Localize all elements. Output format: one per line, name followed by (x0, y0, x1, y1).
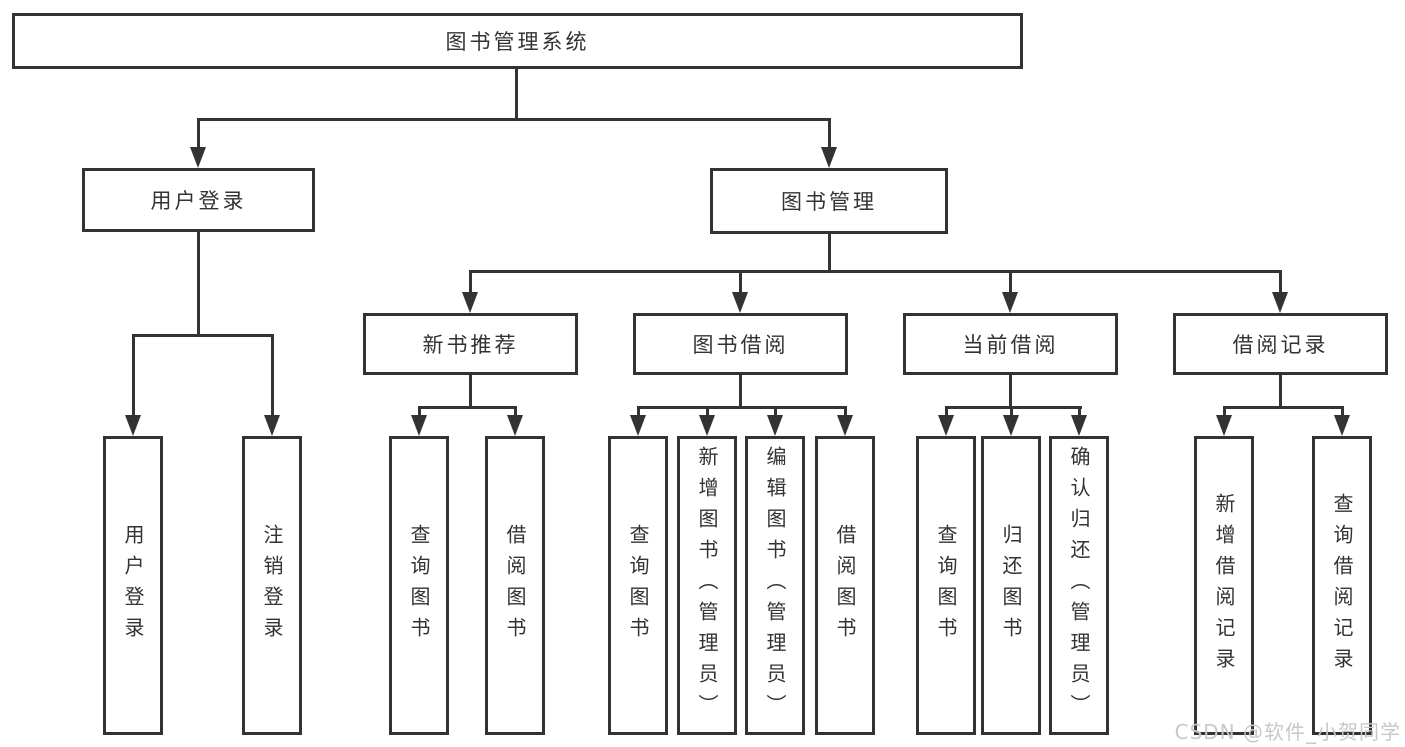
node-add-borrow-record: 新增借阅记录 (1194, 436, 1254, 735)
connector-level3-split (469, 270, 1282, 273)
arrow-to-book-borrow (732, 270, 749, 313)
node-query-borrow-record-label: 查询借阅记录 (1330, 492, 1354, 679)
node-confirm-return-admin: 确认归还（管理员） (1049, 436, 1109, 735)
node-user-login-op: 用户登录 (103, 436, 163, 735)
node-borrow-books-2-label: 借阅图书 (833, 523, 857, 648)
arrow-to-book-mgmt (821, 118, 838, 168)
node-query-books-1-label: 查询图书 (407, 523, 431, 648)
csdn-watermark: CSDN @软件_小贺同学 (1174, 720, 1401, 744)
connector-borrow-records-split (1223, 406, 1344, 409)
node-new-book-rec: 新书推荐 (363, 313, 578, 375)
node-add-borrow-record-label: 新增借阅记录 (1212, 492, 1236, 679)
arrow-to-add-books (699, 406, 716, 436)
node-query-borrow-record: 查询借阅记录 (1312, 436, 1372, 735)
connector-current-borrow-stub (1009, 373, 1012, 408)
arrow-to-query-borrow-record (1334, 406, 1351, 436)
arrow-to-borrow-books-2 (837, 406, 854, 436)
connector-book-mgmt-stub (828, 232, 831, 273)
connector-borrow-records-stub (1279, 373, 1282, 408)
node-root: 图书管理系统 (12, 13, 1023, 69)
node-add-books-admin: 新增图书（管理员） (677, 436, 737, 735)
arrow-to-edit-books (767, 406, 784, 436)
node-logout: 注销登录 (242, 436, 302, 735)
connector-book-borrow-split (637, 406, 847, 409)
node-query-books-2-label: 查询图书 (626, 523, 650, 648)
node-query-books-3: 查询图书 (916, 436, 976, 735)
connector-level2-split (197, 118, 831, 121)
connector-root-stub (515, 67, 518, 121)
node-user-login-op-label: 用户登录 (121, 523, 145, 648)
node-borrow-books-1-label: 借阅图书 (503, 523, 527, 648)
connector-book-borrow-stub (739, 373, 742, 408)
node-new-book-rec-label: 新书推荐 (422, 333, 519, 357)
node-borrow-books-2: 借阅图书 (815, 436, 875, 735)
arrow-to-user-login (190, 118, 207, 168)
arrow-to-logout (264, 334, 281, 436)
node-book-borrow: 图书借阅 (633, 313, 848, 375)
connector-user-login-stub (197, 232, 200, 336)
arrow-to-borrow-records (1272, 270, 1289, 313)
node-root-label: 图书管理系统 (445, 30, 590, 54)
arrow-to-query-books-2 (630, 406, 647, 436)
arrow-to-user-login-op (125, 334, 142, 436)
node-current-borrow-label: 当前借阅 (962, 333, 1059, 357)
arrow-to-confirm-return (1071, 406, 1088, 436)
node-book-borrow-label: 图书借阅 (692, 333, 789, 357)
node-book-mgmt-label: 图书管理 (781, 190, 877, 214)
node-query-books-3-label: 查询图书 (934, 523, 958, 648)
node-borrow-books-1: 借阅图书 (485, 436, 545, 735)
node-user-login-label: 用户登录 (150, 189, 247, 213)
node-edit-books-admin: 编辑图书（管理员） (745, 436, 805, 735)
arrow-to-current-borrow (1002, 270, 1019, 313)
node-add-books-admin-label: 新增图书（管理员） (695, 446, 719, 725)
connector-current-borrow-split (945, 406, 1082, 409)
node-book-mgmt: 图书管理 (710, 168, 948, 234)
node-query-books-2: 查询图书 (608, 436, 668, 735)
node-current-borrow: 当前借阅 (903, 313, 1118, 375)
node-confirm-return-admin-label: 确认归还（管理员） (1067, 446, 1091, 725)
node-user-login: 用户登录 (82, 168, 315, 232)
node-query-books-1: 查询图书 (389, 436, 449, 735)
node-edit-books-admin-label: 编辑图书（管理员） (763, 446, 787, 725)
arrow-to-query-books-1 (411, 406, 428, 436)
node-borrow-records-label: 借阅记录 (1232, 333, 1329, 357)
connector-new-book-rec-stub (469, 373, 472, 408)
arrow-to-new-book-rec (462, 270, 479, 313)
node-return-books: 归还图书 (981, 436, 1041, 735)
arrow-to-add-borrow-record (1216, 406, 1233, 436)
arrow-to-query-books-3 (938, 406, 955, 436)
node-return-books-label: 归还图书 (999, 523, 1023, 648)
arrow-to-borrow-books-1 (507, 406, 524, 436)
node-borrow-records: 借阅记录 (1173, 313, 1388, 375)
connector-user-login-split (132, 334, 274, 337)
arrow-to-return-books (1003, 406, 1020, 436)
connector-new-book-rec-split (418, 406, 517, 409)
node-logout-label: 注销登录 (260, 523, 284, 648)
